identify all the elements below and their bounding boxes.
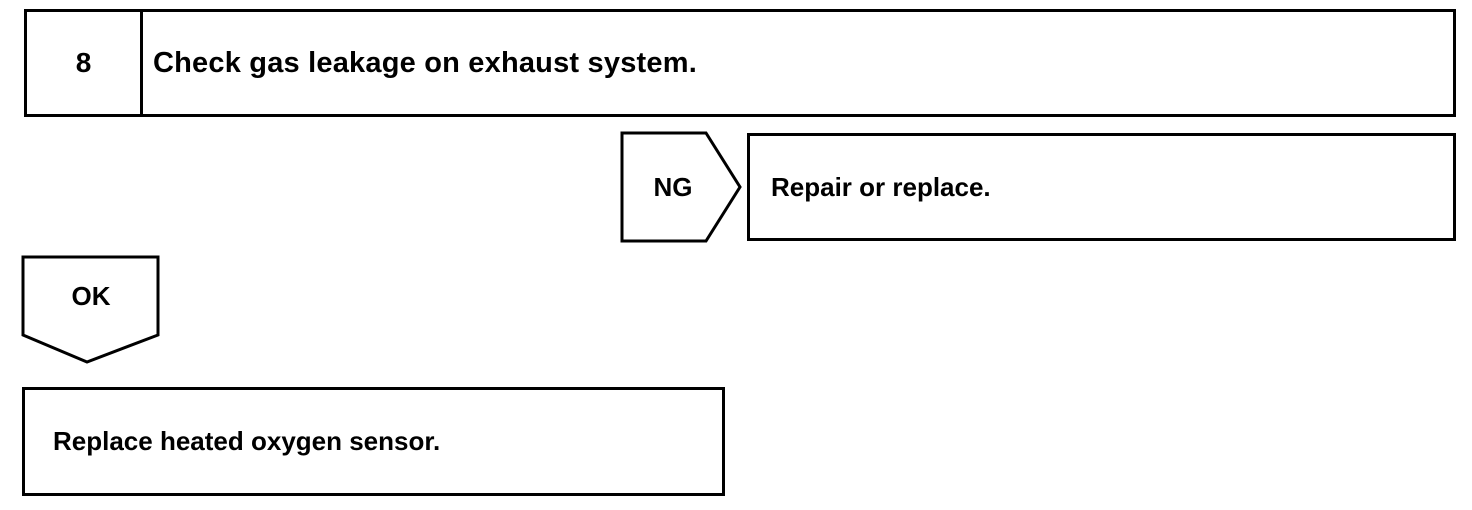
ok-action-box: Replace heated oxygen sensor. [22, 387, 725, 496]
step-instruction: Check gas leakage on exhaust system. [153, 46, 697, 79]
step-box: 8 Check gas leakage on exhaust system. [24, 9, 1456, 117]
ng-label: NG [653, 171, 693, 202]
ok-label: OK [71, 280, 111, 311]
ok-action-text: Replace heated oxygen sensor. [53, 426, 441, 456]
step-number: 8 [27, 12, 143, 114]
ok-arrow-shape [21, 255, 160, 364]
ng-arrow-shape [620, 131, 742, 243]
ng-action-box: Repair or replace. [747, 133, 1456, 241]
ng-action-text: Repair or replace. [771, 171, 991, 202]
